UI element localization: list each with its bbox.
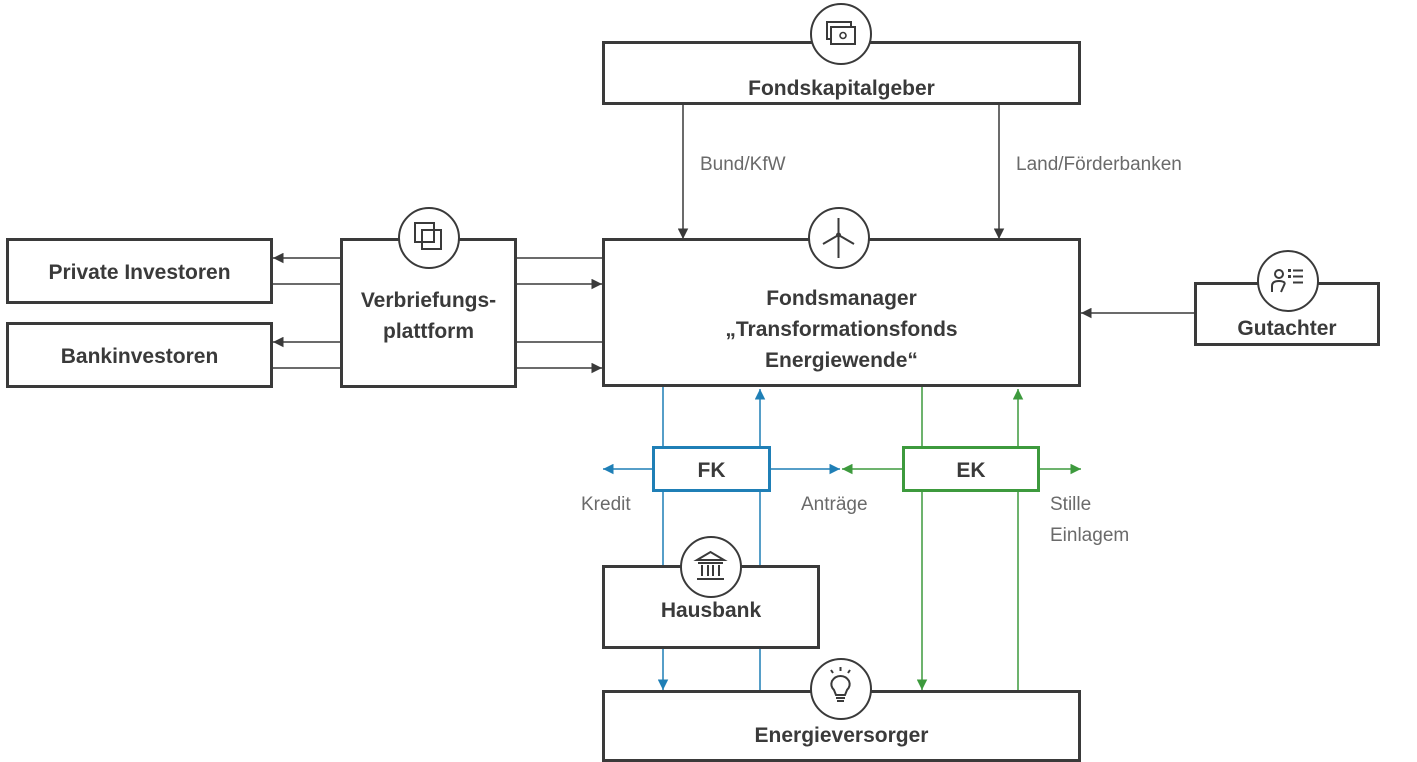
node-private-investoren: Private Investoren (6, 238, 273, 304)
node-fk: FK (652, 446, 771, 492)
bank-icon (680, 536, 742, 598)
gutachter-label: Gutachter (1237, 317, 1337, 340)
verbriefungsplattform-label-line1: Verbriefungs- (360, 289, 497, 312)
fondsmanager-label-line1: Fondsmanager (766, 287, 917, 310)
fk-label: FK (697, 459, 726, 482)
verbriefungsplattform-label-line2: plattform (383, 320, 474, 343)
hausbank-label: Hausbank (660, 599, 762, 622)
node-ek: EK (902, 446, 1040, 492)
lightbulb-icon (810, 658, 872, 720)
label-bund-kfw: Bund/KfW (700, 154, 786, 175)
money-icon (810, 3, 872, 65)
node-bankinvestoren: Bankinvestoren (6, 322, 273, 388)
fondskapitalgeber-label: Fondskapitalgeber (748, 77, 935, 100)
expert-list-icon (1257, 250, 1319, 312)
fondsmanager-label-line3: Energiewende“ (765, 349, 918, 372)
ek-label: EK (956, 459, 986, 482)
wind-turbine-icon (808, 207, 870, 269)
label-stille-line1: Stille (1050, 494, 1092, 515)
label-kredit: Kredit (581, 494, 631, 515)
label-stille-line2: Einlagem (1050, 525, 1130, 546)
layers-icon (398, 207, 460, 269)
label-antraege: Anträge (801, 494, 868, 515)
energieversorger-label: Energieversorger (754, 724, 929, 747)
label-land-foerderbanken: Land/Förderbanken (1016, 154, 1182, 175)
node-energieversorger: Energieversorger (602, 690, 1081, 762)
private-investoren-label: Private Investoren (48, 261, 231, 284)
bankinvestoren-label: Bankinvestoren (60, 345, 219, 368)
fondsmanager-label-line2: „Transformationsfonds (725, 318, 958, 341)
